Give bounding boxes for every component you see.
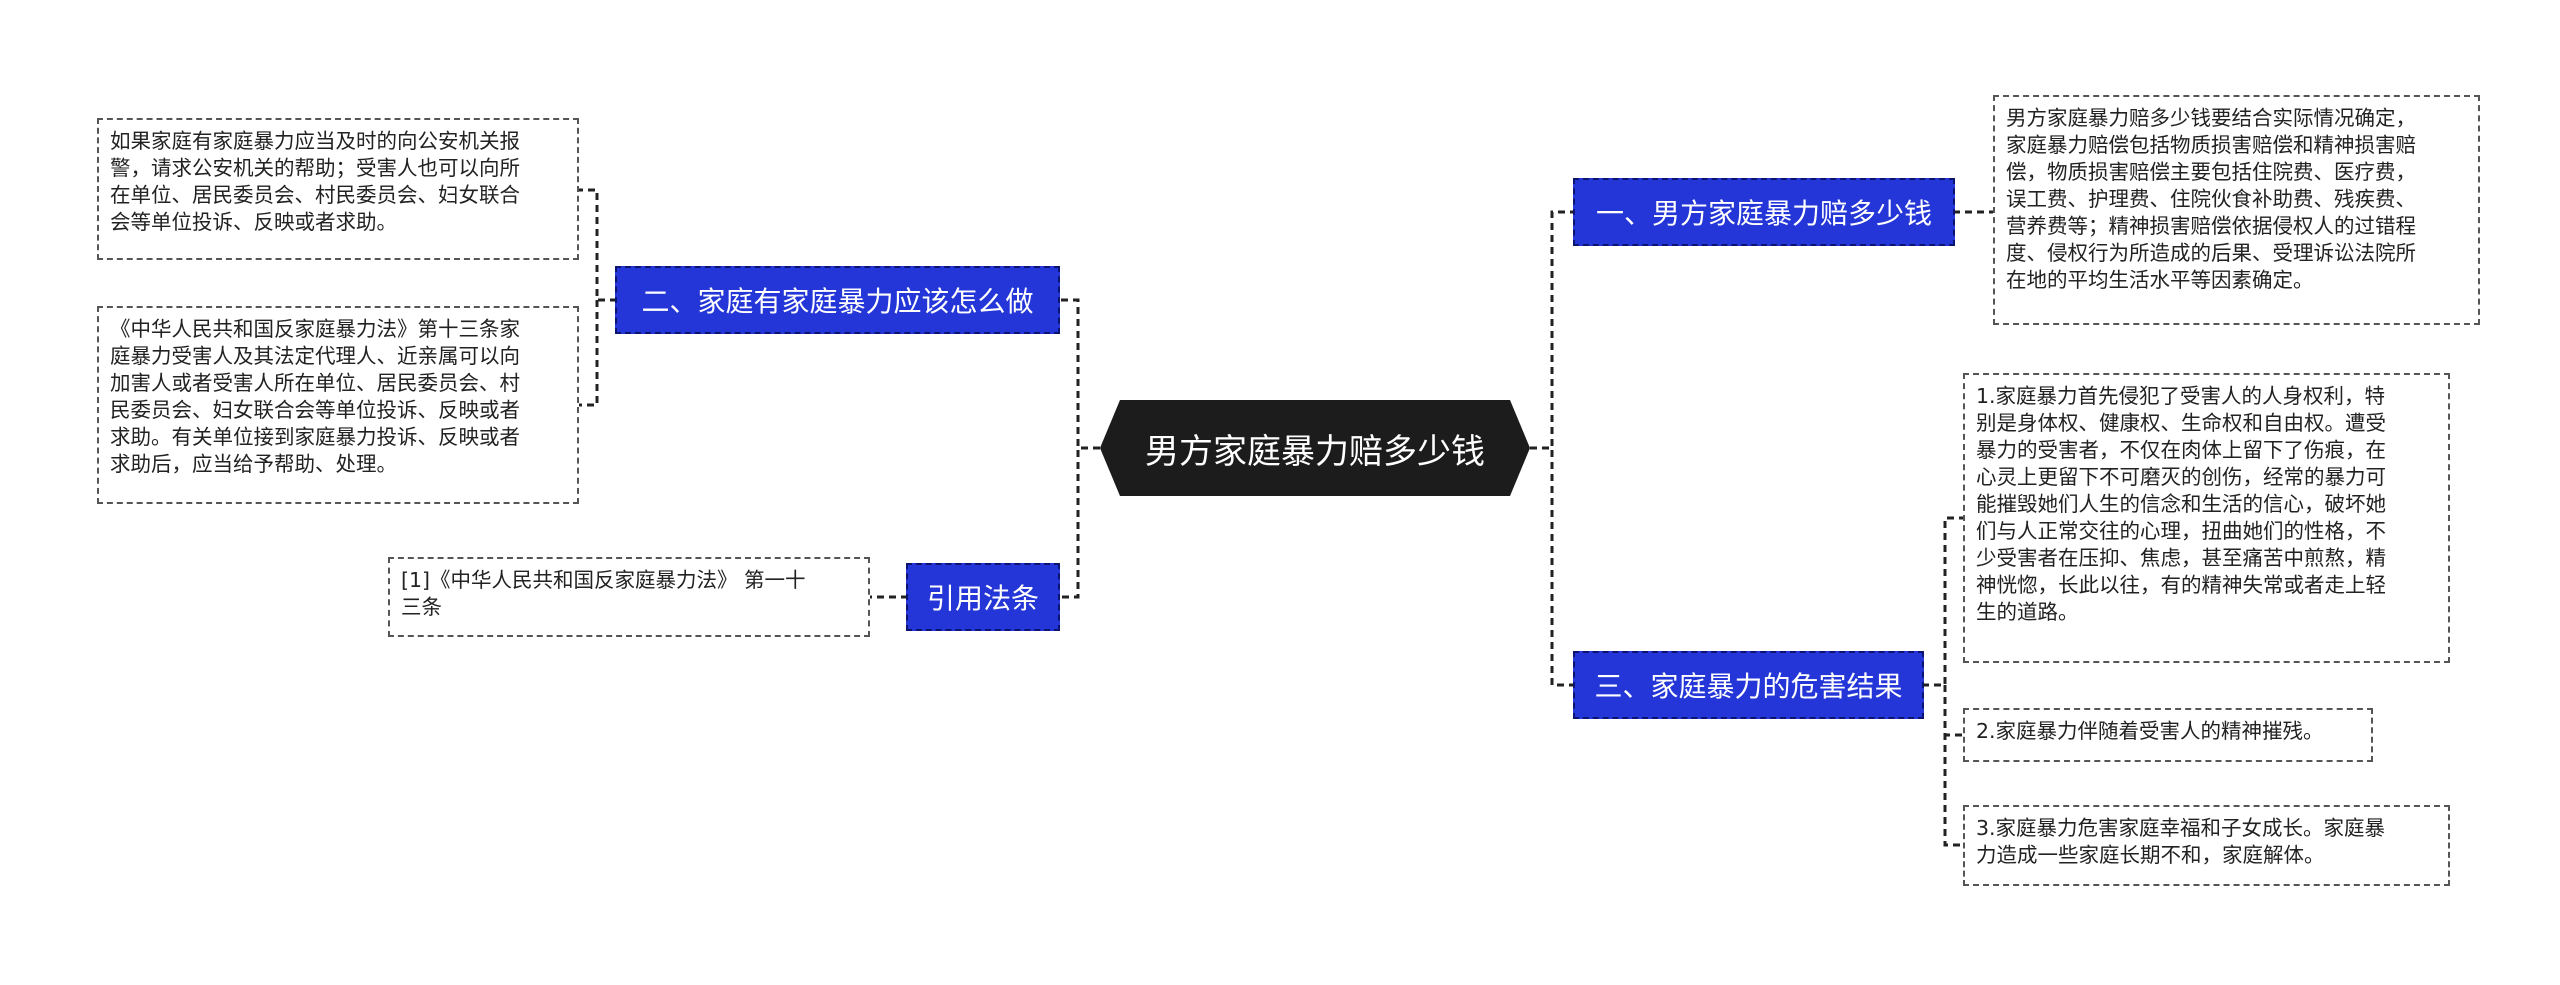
- leaf-text-line: 求助。有关单位接到家庭暴力投诉、反映或者: [110, 425, 520, 449]
- leaf-text-line: 暴力的受害者，不仅在肉体上留下了伤痕，在: [1976, 438, 2386, 462]
- leaf-text-line: 偿，物质损害赔偿主要包括住院费、医疗费，: [2006, 160, 2416, 184]
- leaf-compensation-detail: 男方家庭暴力赔多少钱要结合实际情况确定， 家庭暴力赔偿包括物质损害赔偿和精神损害赔…: [1993, 95, 2480, 325]
- leaf-text-line: 少受害者在压抑、焦虑，甚至痛苦中煎熬，精: [1976, 546, 2386, 570]
- leaf-text-line: 营养费等；精神损害赔偿依据侵权人的过错程: [2006, 214, 2416, 238]
- leaf-text-line: 三条: [401, 595, 442, 619]
- leaf-text-line: 3.家庭暴力危害家庭幸福和子女成长。家庭暴: [1976, 816, 2386, 840]
- leaf-text-line: 求助后，应当给予帮助、处理。: [110, 452, 397, 476]
- branch-label: 引用法条: [926, 582, 1039, 615]
- leaf-text-line: [1]《中华人民共和国反家庭暴力法》 第一十: [401, 568, 806, 592]
- connector-root-b4: [1058, 446, 1100, 599]
- leaf-text-line: 在地的平均生活水平等因素确定。: [2006, 268, 2314, 292]
- leaf-harm-3: 3.家庭暴力危害家庭幸福和子女成长。家庭暴力造成一些家庭长期不和，家庭解体。: [1963, 805, 2450, 886]
- leaf-text-line: 1.家庭暴力首先侵犯了受害人的人身权利，特: [1976, 384, 2386, 408]
- leaf-text-line: 如果家庭有家庭暴力应当及时的向公安机关报: [110, 129, 520, 153]
- leaf-text-line: 民委员会、妇女联合会等单位投诉、反映或者: [110, 398, 520, 422]
- leaf-text-line: 会等单位投诉、反映或者求助。: [110, 210, 397, 234]
- leaf-text-line: 能摧毁她们人生的信念和生活的信心，破坏她: [1976, 492, 2386, 516]
- connector-b2-leaves: [579, 188, 617, 407]
- branch-label: 三、家庭暴力的危害结果: [1594, 670, 1903, 703]
- leaf-text-line: 心灵上更留下不可磨灭的创伤，经常的暴力可: [1976, 465, 2386, 489]
- leaf-text-line: 神恍惚，长此以往，有的精神失常或者走上轻: [1976, 573, 2386, 597]
- branch-harm-consequences[interactable]: 三、家庭暴力的危害结果: [1573, 651, 1924, 719]
- leaf-citation: [1]《中华人民共和国反家庭暴力法》 第一十三条: [388, 557, 870, 637]
- leaf-text-line: 度、侵权行为所造成的后果、受理诉讼法院所: [2006, 241, 2416, 265]
- leaf-text-line: 在单位、居民委员会、村民委员会、妇女联合: [110, 183, 520, 207]
- connector-root-b1: [1530, 210, 1575, 450]
- leaf-report-police: 如果家庭有家庭暴力应当及时的向公安机关报警，请求公安机关的帮助；受害人也可以向所…: [97, 118, 579, 260]
- leaf-text-line: 《中华人民共和国反家庭暴力法》第十三条家: [110, 317, 520, 341]
- leaf-text-line: 生的道路。: [1976, 600, 2079, 624]
- connector-b3-leaves: [1922, 516, 1963, 847]
- leaf-text-line: 别是身体权、健康权、生命权和自由权。遭受: [1976, 411, 2386, 435]
- branch-label: 二、家庭有家庭暴力应该怎么做: [641, 285, 1034, 318]
- root-topic-label: 男方家庭暴力赔多少钱: [1145, 431, 1485, 472]
- leaf-text-line: 加害人或者受害人所在单位、居民委员会、村: [110, 371, 520, 395]
- leaf-text-line: 庭暴力受害人及其法定代理人、近亲属可以向: [110, 344, 520, 368]
- leaf-text-line: 家庭暴力赔偿包括物质损害赔偿和精神损害赔: [2006, 133, 2416, 157]
- branch-cited-law[interactable]: 引用法条: [906, 563, 1060, 631]
- branch-label: 一、男方家庭暴力赔多少钱: [1595, 197, 1932, 230]
- leaf-law-article-13: 《中华人民共和国反家庭暴力法》第十三条家庭暴力受害人及其法定代理人、近亲属可以向…: [97, 306, 579, 504]
- branch-compensation-amount[interactable]: 一、男方家庭暴力赔多少钱: [1573, 178, 1955, 246]
- leaf-text-line: 2.家庭暴力伴随着受害人的精神摧残。: [1976, 719, 2324, 743]
- branch-what-to-do[interactable]: 二、家庭有家庭暴力应该怎么做: [615, 266, 1060, 334]
- leaf-text-line: 警，请求公安机关的帮助；受害人也可以向所: [110, 156, 520, 180]
- connector-root-b3: [1530, 446, 1575, 687]
- leaf-harm-1: 1.家庭暴力首先侵犯了受害人的人身权利，特别是身体权、健康权、生命权和自由权。遭…: [1963, 373, 2450, 663]
- leaf-text-line: 们与人正常交往的心理，扭曲她们的性格，不: [1976, 519, 2386, 543]
- leaf-harm-2: 2.家庭暴力伴随着受害人的精神摧残。: [1963, 708, 2373, 762]
- leaf-text-line: 力造成一些家庭长期不和，家庭解体。: [1976, 843, 2325, 867]
- leaf-text-line: 误工费、护理费、住院伙食补助费、残疾费、: [2006, 187, 2416, 211]
- connector-root-b2: [1058, 298, 1100, 450]
- leaf-text-line: 男方家庭暴力赔多少钱要结合实际情况确定，: [2006, 106, 2416, 130]
- root-topic[interactable]: 男方家庭暴力赔多少钱: [1100, 400, 1530, 496]
